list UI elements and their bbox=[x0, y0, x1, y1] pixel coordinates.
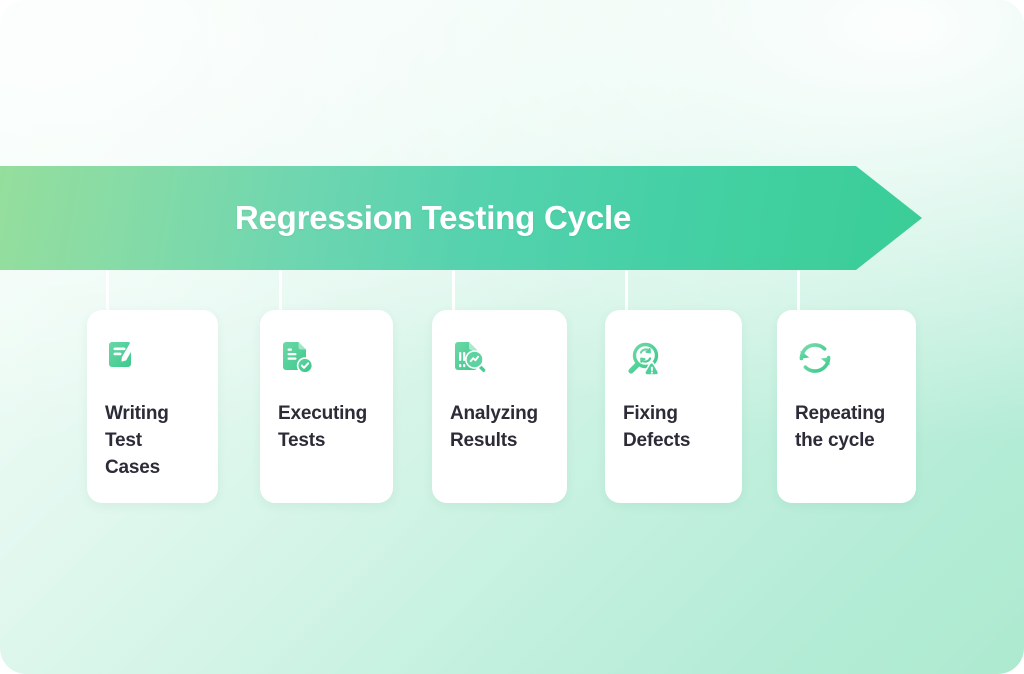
step-card-fixing-defects[interactable]: Fixing Defects bbox=[605, 310, 742, 503]
banner: Regression Testing Cycle bbox=[0, 166, 922, 270]
document-pencil-icon bbox=[105, 338, 145, 378]
connector-line-1 bbox=[106, 270, 109, 312]
step-card-label: Executing Tests bbox=[278, 403, 367, 452]
step-card-label: Writing Test Cases bbox=[105, 403, 169, 479]
step-card-repeating-the-cycle[interactable]: Repeating the cycle bbox=[777, 310, 916, 503]
document-check-icon bbox=[278, 338, 318, 378]
page-title: Regression Testing Cycle bbox=[234, 199, 632, 236]
connector-line-3 bbox=[452, 270, 455, 312]
connector-line-5 bbox=[797, 270, 800, 312]
banner-arrow-shape bbox=[0, 166, 922, 270]
step-card-label: Fixing Defects bbox=[623, 403, 691, 452]
step-card-writing-test-cases[interactable]: Writing Test Cases bbox=[87, 310, 218, 503]
step-card-label: Analyzing Results bbox=[450, 403, 538, 452]
magnifier-warning-icon bbox=[623, 338, 663, 378]
step-card-analyzing-results[interactable]: Analyzing Results bbox=[432, 310, 567, 503]
step-card-executing-tests[interactable]: Executing Tests bbox=[260, 310, 393, 503]
connector-line-4 bbox=[625, 270, 628, 312]
refresh-cycle-icon bbox=[795, 338, 835, 378]
connector-line-2 bbox=[279, 270, 282, 312]
step-card-label: Repeating the cycle bbox=[795, 403, 886, 452]
document-magnifier-chart-icon bbox=[450, 338, 490, 378]
